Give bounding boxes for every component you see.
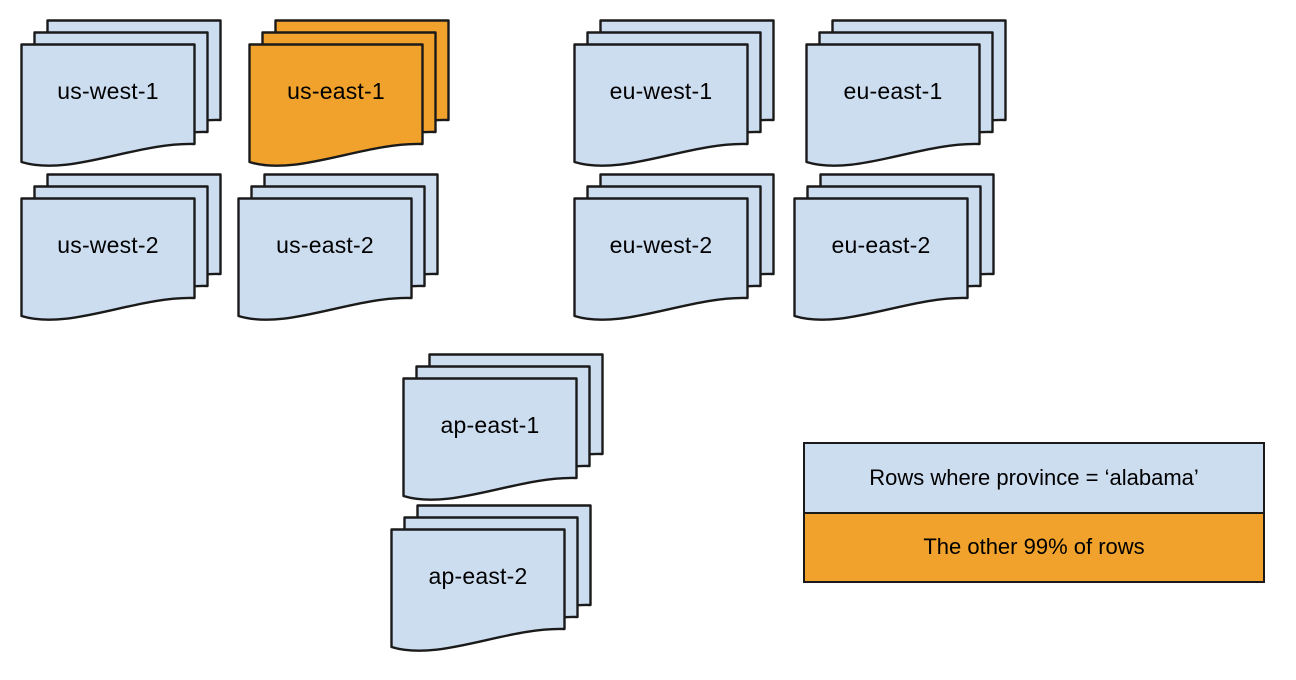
document-sheet-icon (805, 43, 981, 167)
stack-us-west-1: us-west-1 (20, 19, 222, 171)
stack-eu-east-2: eu-east-2 (793, 173, 995, 325)
stack-label: ap-east-2 (428, 562, 528, 589)
legend-label: Rows where province = ‘alabama’ (869, 464, 1199, 490)
document-sheet-icon (793, 197, 969, 321)
stack-label: eu-east-1 (843, 77, 943, 104)
stack-eu-west-2: eu-west-2 (573, 173, 775, 325)
document-sheet-icon (237, 197, 413, 321)
stack-eu-east-1: eu-east-1 (805, 19, 1007, 171)
document-sheet-icon (390, 528, 566, 652)
document-sheet-icon (573, 43, 749, 167)
stack-ap-east-2: ap-east-2 (390, 504, 592, 656)
stack-label: eu-west-2 (609, 231, 713, 258)
stack-label: us-west-1 (57, 77, 159, 104)
stack-us-west-2: us-west-2 (20, 173, 222, 325)
stack-label: us-west-2 (57, 231, 159, 258)
stack-us-east-2: us-east-2 (237, 173, 439, 325)
document-sheet-icon (402, 377, 578, 501)
legend-item-alabama-rows: Rows where province = ‘alabama’ (805, 444, 1263, 514)
stack-label: eu-west-1 (609, 77, 713, 104)
stack-label: eu-east-2 (831, 231, 931, 258)
stack-ap-east-1: ap-east-1 (402, 353, 604, 505)
legend-label: The other 99% of rows (923, 534, 1145, 560)
stack-label: ap-east-1 (440, 411, 540, 438)
document-sheet-icon (248, 43, 424, 167)
legend: Rows where province = ‘alabama’ The othe… (803, 442, 1265, 583)
document-sheet-icon (20, 43, 196, 167)
stack-label: us-east-2 (276, 231, 374, 258)
stack-eu-west-1: eu-west-1 (573, 19, 775, 171)
stack-us-east-1: us-east-1 (248, 19, 450, 171)
legend-item-other-rows: The other 99% of rows (805, 513, 1263, 581)
stack-label: us-east-1 (287, 77, 385, 104)
document-sheet-icon (20, 197, 196, 321)
document-sheet-icon (573, 197, 749, 321)
